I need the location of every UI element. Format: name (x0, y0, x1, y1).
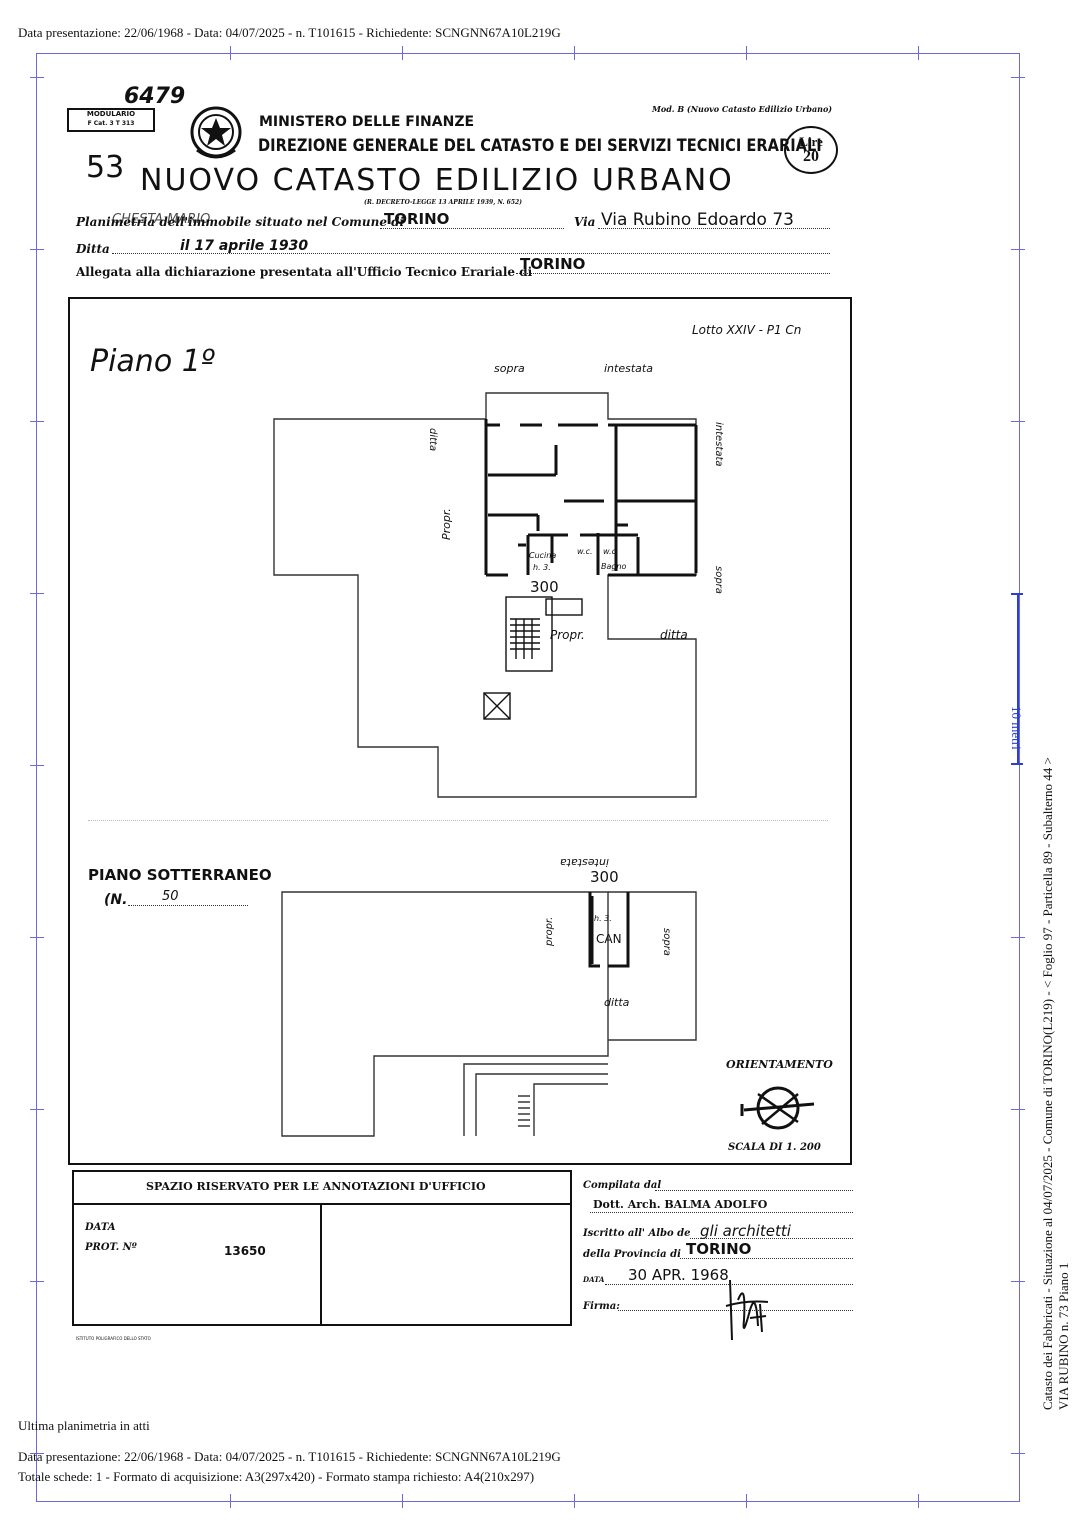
basement-n-label: (N. (104, 892, 128, 908)
label-height-300: 300 (530, 578, 559, 596)
form-title: NUOVO CATASTO EDILIZIO URBANO (140, 163, 734, 198)
ditta-label: Ditta (76, 242, 110, 256)
office-box-header-rule (72, 1203, 570, 1205)
basement-plan (281, 891, 697, 1137)
allegata-label: Allegata alla dichiarazione presentata a… (76, 265, 533, 279)
office-data-label: DATA (85, 1222, 116, 1233)
date-value: 30 APR. 1968 (628, 1266, 729, 1284)
basement-label: PIANO SOTTERRANEO (88, 866, 272, 884)
provincia-value: TORINO (686, 1240, 752, 1258)
albo-value: gli architetti (700, 1222, 791, 1240)
label-wc-1: w.c. (577, 547, 593, 556)
floor-1-label: Piano 1º (90, 344, 215, 379)
label-propr-left: Propr. (440, 508, 453, 540)
label-cantina: CAN (596, 932, 622, 946)
comune-dotted-line (380, 228, 564, 229)
label-intestata-top: intestata (604, 362, 653, 375)
label-sopra-right: sopra (713, 566, 724, 594)
modulario-line2: F Cat. 3 T 313 (87, 120, 135, 127)
label-h3-basement: h. 3. (594, 914, 612, 923)
office-prot-label: PROT. Nº (85, 1242, 137, 1253)
header-meta: Data presentazione: 22/06/1968 - Data: 0… (18, 25, 561, 40)
via-dotted-line (598, 228, 830, 229)
plan-drawing-area (68, 297, 852, 1165)
albo-dotted (690, 1238, 853, 1239)
side-caption: Catasto dei Fabbricati - Situazione al 0… (1040, 757, 1055, 1410)
orientation-label: ORIENTAMENTO (726, 1058, 833, 1071)
basement-n-value: 50 (162, 889, 179, 904)
compilata-label: Compilata dal (583, 1180, 662, 1191)
provincia-dotted (680, 1258, 853, 1259)
lire-label: Lire (799, 134, 823, 149)
scale-label: SCALA DI 1. 200 (728, 1142, 821, 1153)
label-ditta-basement: ditta (604, 996, 630, 1009)
office-prot-value: 13650 (224, 1244, 266, 1258)
provincia-label: della Provincia di (583, 1249, 681, 1260)
comune-value: TORINO (384, 210, 450, 228)
via-value: Via Rubino Edoardo 73 (601, 210, 794, 230)
handwritten-number: 6479 (124, 84, 186, 109)
floor-1-plan (273, 392, 698, 798)
signature (725, 1279, 769, 1341)
office-box-column-rule (320, 1205, 322, 1324)
label-cucina: Cucina (529, 551, 557, 560)
label-propr-mid: Propr. (550, 628, 585, 642)
mod-b-label: Mod. B (Nuovo Catasto Edilizio Urbano) (652, 104, 833, 114)
via-label: Via (574, 215, 596, 229)
decree-reference: (R. DECRETO-LEGGE 13 APRILE 1939, N. 652… (364, 199, 523, 206)
sheet-number: 53 (86, 150, 125, 185)
floor-divider (88, 820, 828, 821)
lire-value: 20 (803, 148, 819, 165)
footer-meta-2: Totale schede: 1 - Formato di acquisizio… (18, 1469, 535, 1484)
label-sopra-top: sopra (494, 362, 525, 375)
compiler-name: Dott. Arch. BALMA ADOLFO (593, 1198, 768, 1211)
printer-imprint: ISTITUTO POLIGRAFICO DELLO STATO (76, 1336, 151, 1341)
direction-name: DIREZIONE GENERALE DEL CATASTO E DEI SER… (258, 136, 822, 156)
planimetria-label: Planimetria dell'immobile situato nel Co… (76, 215, 405, 229)
planimetria-owner: CHESTA MARIO (112, 212, 211, 227)
label-height-300-basement: 300 (590, 868, 619, 886)
office-box (72, 1170, 572, 1326)
date-dotted (605, 1284, 853, 1285)
allegata-value: TORINO (520, 255, 586, 273)
reserved-space-title: SPAZIO RISERVATO PER LE ANNOTAZIONI D'UF… (146, 1180, 486, 1193)
modulario-box: MODULARIO F Cat. 3 T 313 (67, 108, 155, 132)
label-ditta-mid: ditta (660, 628, 688, 642)
modulario-line1: MODULARIO (86, 110, 136, 118)
footer-last-plan: Ultima planimetria in atti (18, 1418, 150, 1433)
label-ditta-left: ditta (427, 428, 438, 452)
label-sopra-basement: sopra (661, 928, 672, 956)
date-label: DATA (583, 1275, 605, 1284)
footer-meta-1: Data presentazione: 22/06/1968 - Data: 0… (18, 1449, 561, 1464)
side-address: VIA RUBINO n. 73 Piano 1 (1056, 1262, 1071, 1410)
ministry-name: MINISTERO DELLE FINANZE (259, 114, 475, 130)
lotto-label: Lotto XXIV - P1 Cn (692, 323, 802, 337)
label-wc-2: w.c. (603, 547, 619, 556)
ditta-value: il 17 aprile 1930 (180, 238, 309, 254)
north-arrow-icon (740, 1086, 815, 1130)
iscritto-label: Iscritto all' Albo de (583, 1228, 691, 1239)
label-intestata-right: intestata (713, 422, 724, 467)
page-frame (36, 53, 1020, 1502)
compiler-dotted (590, 1212, 853, 1213)
ditta-dotted-line (112, 253, 830, 254)
label-propr-basement: propr. (544, 916, 555, 946)
label-h: h. 3. (533, 563, 551, 572)
firma-dotted (618, 1310, 853, 1311)
scale-bar-label: 10 metri (1009, 706, 1024, 750)
republic-emblem-icon (190, 106, 242, 159)
label-bagno: Bagno (601, 562, 627, 571)
allegata-dotted-line (516, 273, 830, 274)
firma-label: Firma: (583, 1301, 620, 1312)
lire-stamp: Lire 20 (784, 126, 838, 174)
compilata-dotted (655, 1190, 853, 1191)
basement-n-dotted (128, 905, 248, 906)
